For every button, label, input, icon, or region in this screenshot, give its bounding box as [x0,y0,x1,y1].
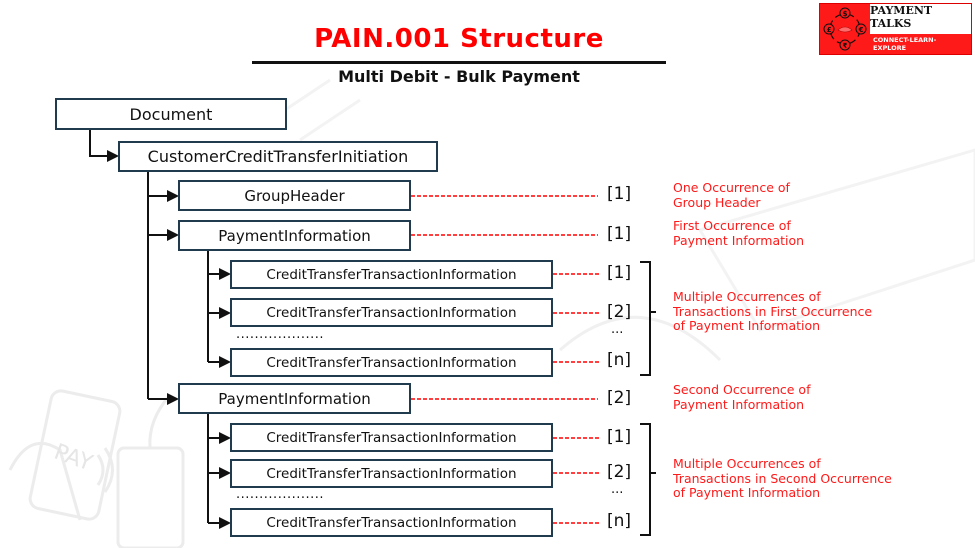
ellipsis-txns-1: ................... [236,327,325,342]
multiplicity-pmtinf-2: [2] [607,388,632,408]
annotation-pmtinf-1: First Occurrence of Payment Information [673,218,805,248]
svg-text:£: £ [827,26,832,34]
node-txn-2-2[interactable]: CreditTransferTransactionInformation [230,459,553,488]
handshake-icon [837,26,853,33]
node-txn-2-n[interactable]: CreditTransferTransactionInformation [230,508,553,537]
title-divider [252,61,666,64]
node-txn-2-1[interactable]: CreditTransferTransactionInformation [230,423,553,452]
multiplicity-txn-2-n: [n] [607,511,632,531]
node-customer-credit-transfer-initiation[interactable]: CustomerCreditTransferInitiation [118,141,438,172]
logo-name: PAYMENT TALKS [870,4,933,30]
annotation-pmtinf-2: Second Occurrence of Payment Information [673,382,811,412]
multiplicity-txn-1-1: [1] [607,263,632,283]
annotation-group-header: One Occurrence of Group Header [673,180,790,210]
node-txn-1-n[interactable]: CreditTransferTransactionInformation [230,348,553,377]
multiplicity-ellipsis-2: ... [611,482,624,497]
node-payment-information-1[interactable]: PaymentInformation [178,220,411,251]
svg-text:€: € [858,26,864,34]
svg-text:₹: ₹ [843,42,848,50]
page-title: PAIN.001 Structure [314,24,604,54]
multiplicity-txn-2-1: [1] [607,427,632,447]
logo-tagline: CONNECT-LEARN-EXPLORE [870,34,971,54]
node-document[interactable]: Document [55,98,287,130]
multiplicity-txn-2-2: [2] [607,462,632,482]
node-txn-1-2[interactable]: CreditTransferTransactionInformation [230,298,553,327]
multiplicity-ellipsis-1: ... [611,322,624,337]
page-subtitle: Multi Debit - Bulk Payment [338,67,580,86]
payment-talks-logo: $ € ₹ £ PAYMENT TALKS CONNECT-LEARN-EXPL… [819,3,972,55]
node-txn-1-1[interactable]: CreditTransferTransactionInformation [230,260,553,289]
annotation-txns-1: Multiple Occurrences of Transactions in … [673,289,873,333]
multiplicity-txn-1-2: [2] [607,302,632,322]
annotation-txns-2: Multiple Occurrences of Transactions in … [673,456,892,500]
multiplicity-txn-1-n: [n] [607,350,632,370]
node-payment-information-2[interactable]: PaymentInformation [178,383,411,414]
node-group-header[interactable]: GroupHeader [178,180,411,211]
brace-txns-2 [640,423,656,536]
brace-txns-1 [640,261,656,376]
currency-cycle-icon: $ € ₹ £ [820,4,870,54]
multiplicity-pmtinf-1: [1] [607,224,632,244]
connector-document-ccti [89,129,119,162]
multiplicity-group-header: [1] [607,184,632,204]
svg-text:$: $ [843,10,848,18]
ellipsis-txns-2: ................... [236,487,325,502]
